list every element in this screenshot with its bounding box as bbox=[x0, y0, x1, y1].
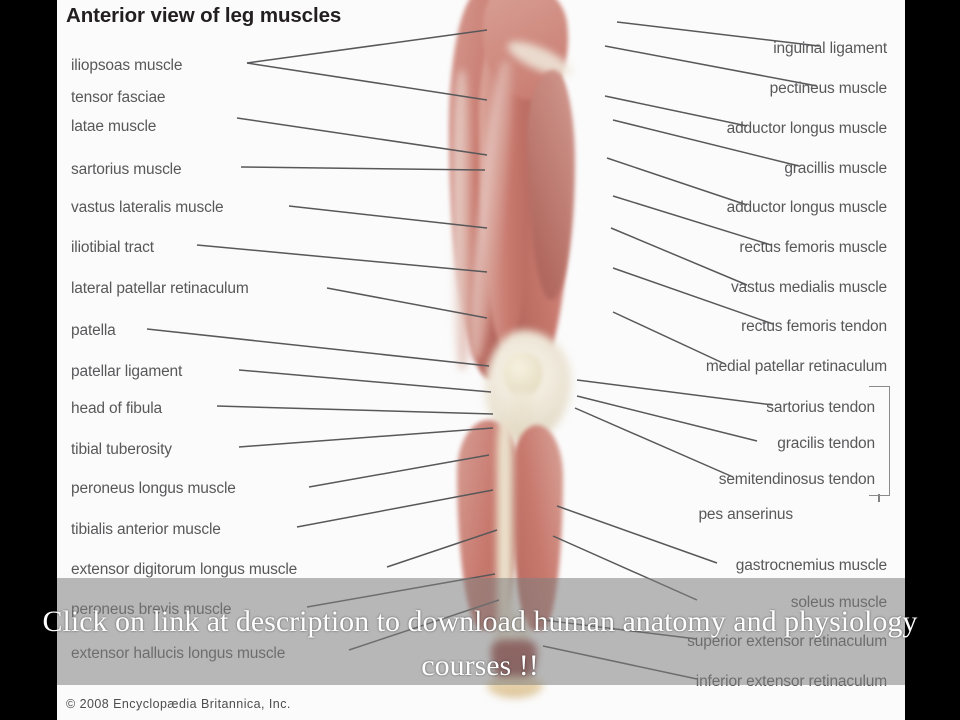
label-right-10: gracilis tendon bbox=[777, 435, 875, 452]
copyright-notice: © 2008 Encyclopædia Britannica, Inc. bbox=[66, 697, 291, 711]
leader-line bbox=[612, 119, 800, 167]
label-left-8: patellar ligament bbox=[71, 363, 183, 380]
leader-line bbox=[612, 195, 772, 246]
label-right-12: gastrocnemius muscle bbox=[735, 557, 887, 574]
label-left-3: sartorius muscle bbox=[71, 161, 182, 178]
overlay-caption: Click on link at description to download… bbox=[0, 600, 960, 688]
label-right-1: pectineus muscle bbox=[769, 80, 888, 97]
label-right-11: semitendinosus tendon bbox=[718, 471, 875, 488]
leader-line bbox=[326, 287, 488, 319]
pes-anserinus-bracket bbox=[869, 386, 890, 496]
leader-line bbox=[238, 427, 494, 448]
label-left-11: peroneus longus muscle bbox=[71, 480, 236, 497]
label-right-5: rectus femoris muscle bbox=[739, 239, 887, 256]
leader-line bbox=[604, 45, 818, 87]
leg-illustration bbox=[387, 0, 607, 700]
leader-line bbox=[238, 369, 492, 393]
label-left-13: extensor digitorum longus muscle bbox=[71, 561, 298, 578]
label-left-12: tibialis anterior muscle bbox=[71, 521, 221, 538]
label-right-0: inguinal ligament bbox=[773, 40, 887, 57]
leader-line bbox=[612, 267, 774, 325]
leader-line bbox=[296, 489, 494, 528]
label-right-3: gracillis muscle bbox=[784, 160, 887, 177]
patella bbox=[503, 352, 543, 396]
label-left-6: lateral patellar retinaculum bbox=[71, 280, 249, 297]
leader-line bbox=[606, 157, 748, 206]
leader-line bbox=[216, 405, 494, 415]
label-left-1: tensor fasciae bbox=[71, 89, 166, 106]
leader-line bbox=[308, 454, 490, 488]
leader-line bbox=[246, 62, 488, 101]
leader-line bbox=[236, 117, 488, 156]
label-left-0: iliopsoas muscle bbox=[71, 57, 183, 74]
label-left-7: patella bbox=[71, 322, 116, 339]
leader-line bbox=[288, 205, 488, 229]
label-right-2: adductor longus muscle bbox=[726, 120, 888, 137]
iliotibial-band bbox=[453, 70, 471, 370]
label-left-10: tibial tuberosity bbox=[71, 441, 172, 458]
leader-line bbox=[556, 505, 718, 564]
leader-line bbox=[616, 21, 820, 47]
group-label-pes-anserinus: pes anserinus bbox=[698, 506, 793, 523]
leader-line bbox=[576, 395, 758, 442]
adductor-group bbox=[527, 70, 575, 300]
overlay-caption-text: Click on link at description to download… bbox=[42, 605, 918, 682]
label-left-5: iliotibial tract bbox=[71, 239, 154, 256]
label-right-7: rectus femoris tendon bbox=[741, 318, 887, 335]
leader-line bbox=[196, 244, 488, 273]
leader-line bbox=[386, 529, 498, 568]
page-title: Anterior view of leg muscles bbox=[66, 4, 342, 27]
label-right-8: medial patellar retinaculum bbox=[705, 358, 887, 375]
leader-line bbox=[604, 95, 748, 127]
leader-line bbox=[246, 29, 488, 64]
leader-line bbox=[610, 227, 748, 286]
label-right-9: sartorius tendon bbox=[766, 399, 875, 416]
leader-line bbox=[240, 166, 486, 171]
label-left-2: latae muscle bbox=[71, 118, 157, 135]
leader-line bbox=[574, 407, 734, 478]
label-left-9: head of fibula bbox=[71, 400, 162, 417]
leader-line bbox=[576, 379, 774, 406]
caption-backdrop bbox=[57, 578, 905, 685]
label-right-4: adductor longus muscle bbox=[726, 199, 888, 216]
label-left-4: vastus lateralis muscle bbox=[71, 199, 224, 216]
leader-line bbox=[612, 311, 726, 365]
label-right-6: vastus medialis muscle bbox=[730, 279, 887, 296]
leader-line bbox=[146, 328, 490, 367]
